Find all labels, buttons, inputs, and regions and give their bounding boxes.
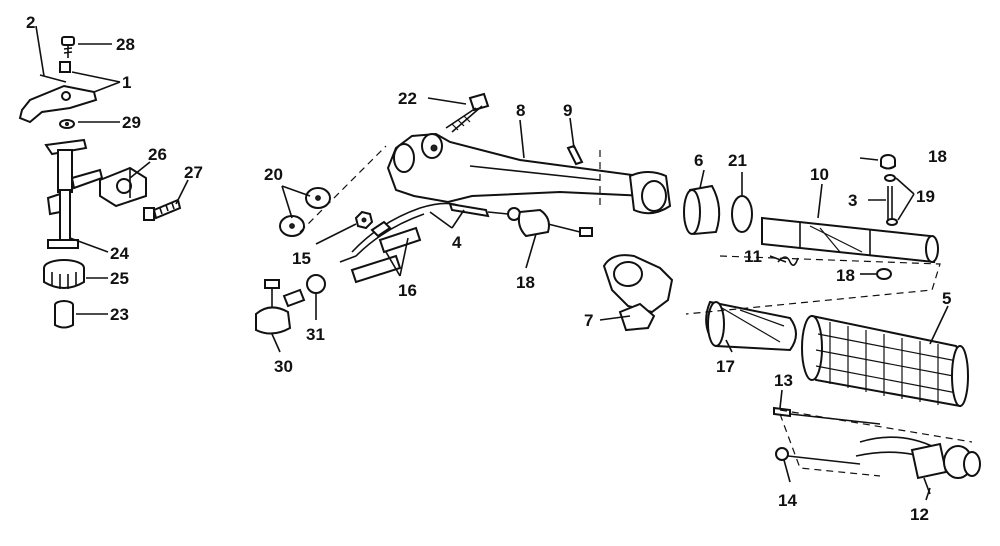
callout-20: 19 — [916, 187, 935, 206]
part-12-stop-switch — [855, 436, 981, 495]
callout-5: 5 — [942, 289, 951, 308]
part-16-sleeves — [350, 226, 422, 284]
callout-11: 11 — [744, 247, 762, 266]
part-7-friction-block — [602, 254, 674, 332]
part-24-bushing — [54, 300, 74, 329]
callout-3: 3 — [848, 191, 857, 210]
callout-25: 24 — [110, 244, 129, 263]
callout-7: 7 — [584, 311, 593, 330]
part-2-pin — [39, 74, 67, 83]
part-22-disc — [731, 195, 753, 233]
part-6-throttle-ring — [683, 184, 721, 236]
callout-31: 30 — [274, 357, 293, 376]
callout-21: 20 — [264, 165, 283, 184]
callout-9: 9 — [563, 101, 572, 120]
part-18-bushings — [876, 154, 896, 280]
callout-22: 21 — [728, 151, 747, 170]
part-14-lead-terminal — [775, 447, 861, 465]
part-32-ball — [306, 274, 326, 294]
callout-18-top: 18 — [928, 147, 947, 166]
callout-26: 25 — [110, 269, 129, 288]
part-19-fitting — [517, 208, 593, 238]
callout-27: 26 — [148, 145, 167, 164]
part-4-throttle-cable — [339, 202, 521, 263]
part-27-clamp-block — [99, 166, 147, 208]
callout-19: 18 — [516, 273, 535, 292]
callout-23: 22 — [398, 89, 417, 108]
callout-28: 27 — [184, 163, 203, 182]
part-21-washers — [279, 187, 331, 237]
callout-labels: 2 28 1 29 26 27 24 25 23 22 8 9 20 15 4 … — [26, 13, 951, 524]
assembly-dashed-lines — [299, 145, 973, 477]
part-10-throttle-shaft — [761, 216, 939, 264]
callout-12: 12 — [910, 505, 929, 524]
leader-lines — [35, 25, 949, 501]
part-25-shift-shaft — [44, 138, 104, 249]
part-3-pin — [887, 186, 893, 224]
part-30-washer — [59, 119, 75, 129]
part-23-bolt — [445, 92, 490, 133]
part-15-nut — [354, 210, 374, 230]
part-29-screw — [61, 36, 75, 58]
part-5-handle-grip — [801, 314, 969, 408]
callout-16: 16 — [398, 281, 417, 300]
part-8-tiller-arm — [386, 132, 672, 215]
callout-4: 4 — [452, 233, 462, 252]
callout-8: 8 — [516, 101, 525, 120]
part-26-gear — [43, 259, 85, 289]
part-13-terminal — [773, 406, 881, 425]
callout-6: 6 — [694, 151, 703, 170]
part-31-stud-connector — [255, 279, 306, 335]
part-28-bolt — [143, 198, 182, 221]
callout-2: 2 — [26, 13, 35, 32]
callout-24: 23 — [110, 305, 129, 324]
callout-15: 15 — [292, 249, 311, 268]
part-1-shift-lever — [18, 61, 98, 124]
callout-29: 28 — [116, 35, 135, 54]
callout-17: 17 — [716, 357, 735, 376]
part-17-grip-insert — [705, 300, 797, 352]
callout-18-bottom: 18 — [836, 266, 855, 285]
part-9-pin — [566, 144, 584, 166]
callout-10: 10 — [810, 165, 829, 184]
callout-14: 14 — [778, 491, 797, 510]
callout-30: 29 — [122, 113, 141, 132]
part-20-inserts — [884, 174, 898, 226]
callout-1: 1 — [122, 73, 131, 92]
callout-13: 13 — [774, 371, 793, 390]
callout-32: 31 — [306, 325, 325, 344]
